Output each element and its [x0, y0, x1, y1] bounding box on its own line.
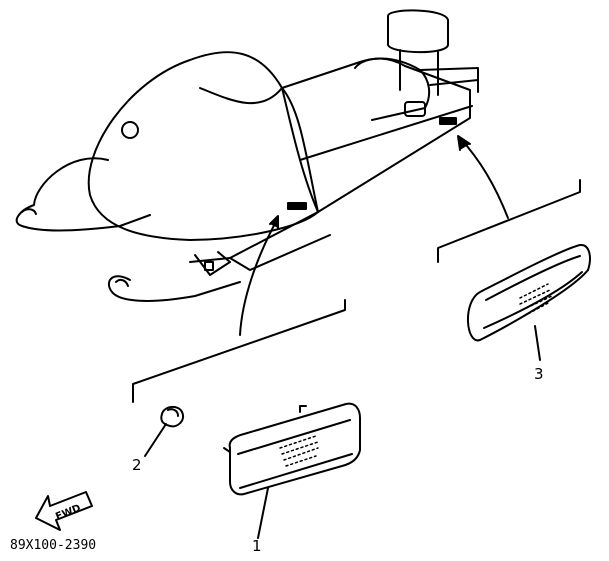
drawing-code: 89X100-2390: [10, 538, 96, 553]
leader-arrow-rear: [459, 137, 509, 219]
reflector-pattern: [519, 283, 553, 317]
rear-reflector: [466, 244, 591, 342]
detail-panel-front: [132, 299, 346, 403]
side-reflector-location: [287, 202, 307, 210]
side-reflector: [223, 402, 361, 496]
body-lower: [317, 89, 471, 213]
rear-reflector-location: [439, 117, 457, 125]
leader-line-1: [257, 487, 269, 539]
backrest: [387, 9, 449, 54]
callout-3: 3: [534, 365, 544, 383]
callout-1: 1: [252, 537, 262, 555]
lower-ski: [107, 275, 241, 302]
leader-arrows: [239, 135, 509, 336]
upper-ski: [15, 157, 151, 232]
detail-panel-rear: [437, 179, 581, 263]
leader-line-3: [534, 325, 541, 361]
grommet: [160, 406, 184, 428]
snowmobile-illustration: [15, 9, 479, 302]
forward-arrow-icon: FWD: [35, 491, 93, 531]
leader-line-2: [144, 423, 167, 457]
hood: [87, 51, 319, 241]
body-upper: [281, 57, 471, 91]
leader-arrow-side: [239, 217, 279, 336]
rear-rack: [419, 67, 479, 93]
seat: [354, 57, 431, 121]
callout-2: 2: [132, 456, 142, 474]
fwd-label: FWD: [54, 503, 82, 523]
